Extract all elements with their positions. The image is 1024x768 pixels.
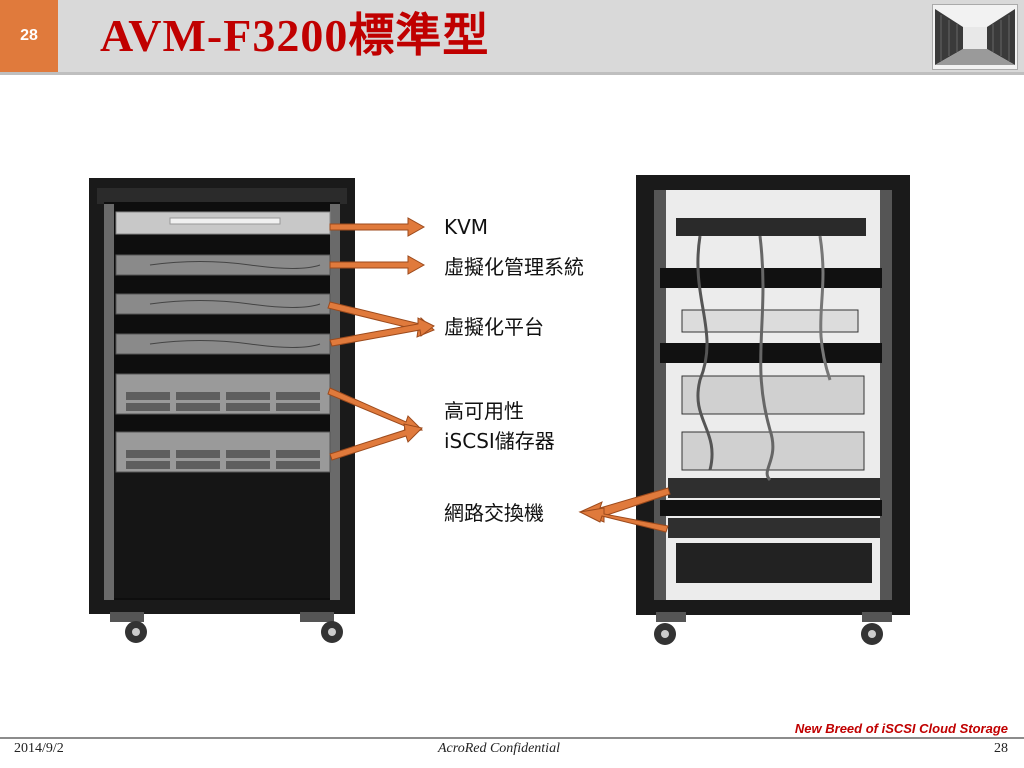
footer-divider: [0, 737, 1024, 739]
slide-title: AVM-F3200標準型: [100, 10, 490, 61]
slide-number-badge: 28: [0, 0, 58, 72]
front-rack-image: [89, 178, 355, 643]
footer-confidential: AcroRed Confidential: [438, 741, 560, 756]
label-virtualization-management: 虛擬化管理系統: [444, 255, 584, 279]
header-divider: [0, 72, 1024, 75]
label-virtualization-platform: 虛擬化平台: [444, 315, 544, 339]
label-kvm: KVM: [444, 215, 489, 239]
label-ha-storage-line1: 高可用性: [444, 399, 524, 423]
footer-date: 2014/9/2: [14, 741, 64, 756]
slide-header: [0, 0, 1024, 72]
datacenter-logo-icon: [932, 4, 1018, 70]
footer-tagline: New Breed of iSCSI Cloud Storage: [794, 721, 1008, 736]
callout-arrows: [327, 217, 671, 533]
label-ha-storage-line2: iSCSI儲存器: [444, 429, 555, 453]
footer-page-number: 28: [994, 741, 1008, 756]
rear-rack-image: [636, 175, 910, 645]
slide-number: 28: [20, 27, 38, 44]
label-network-switch: 網路交換機: [444, 501, 544, 525]
